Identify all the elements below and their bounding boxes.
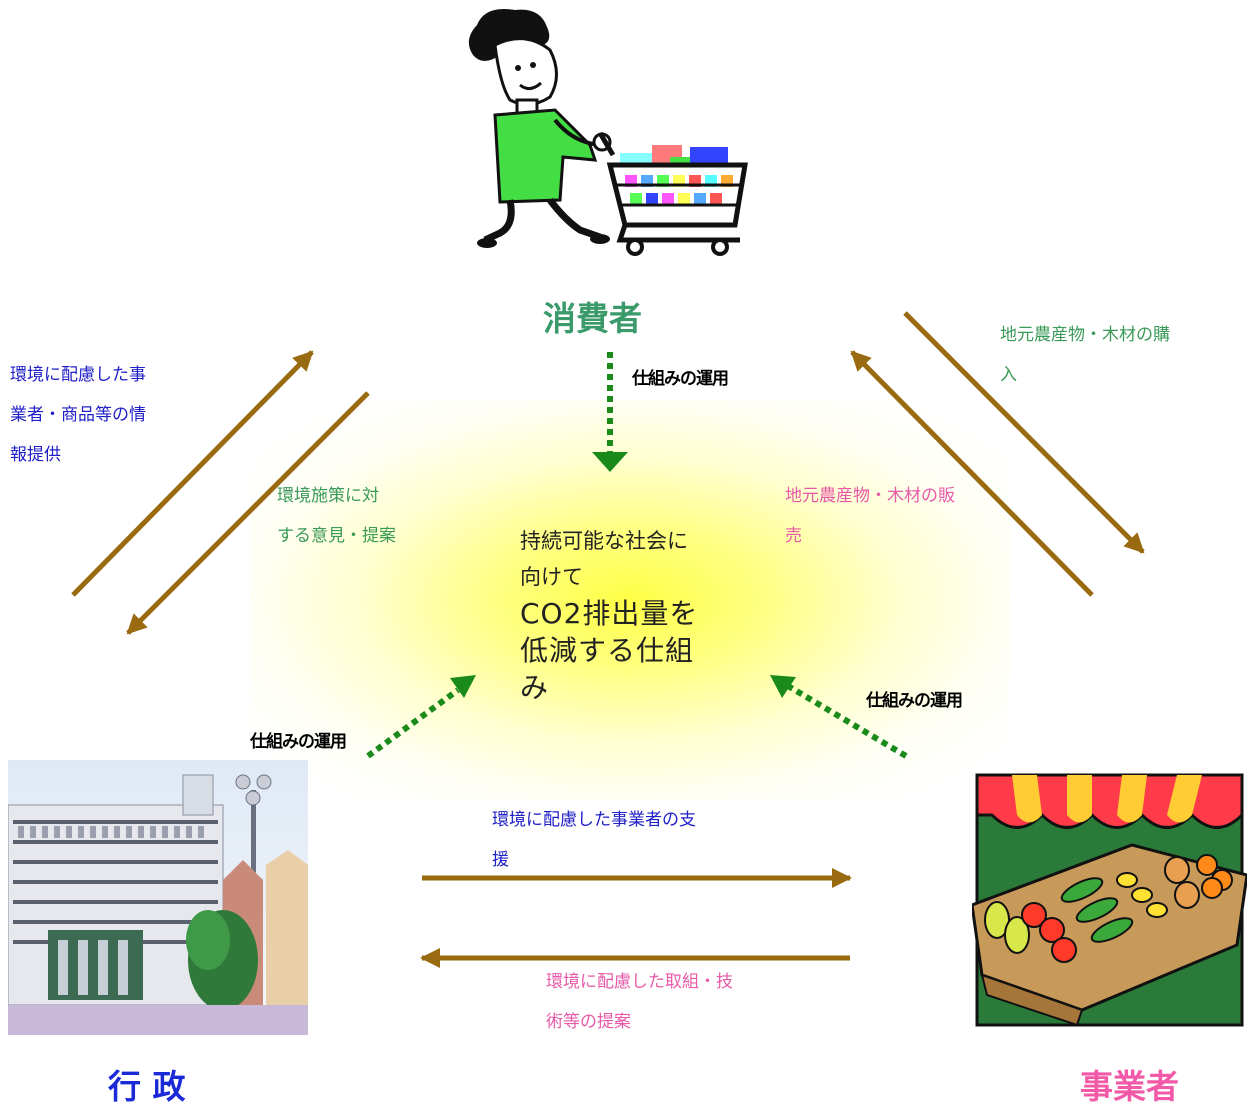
flow-line: する意見・提案 [277, 526, 396, 546]
flow-label-consumer-to-business: 地元農産物・木材の購 入 [1000, 315, 1170, 395]
center-line-4: 低減する仕組 [520, 634, 695, 667]
arrow-consumer-to-business [903, 311, 1145, 554]
flow-line: 業者・商品等の情 [10, 405, 146, 425]
flow-label-gov-to-consumer: 環境に配慮した事 業者・商品等の情 報提供 [10, 355, 146, 475]
center-line-2: 向けて [520, 565, 583, 589]
operation-label-consumer: 仕組みの運用 [632, 369, 729, 389]
dotted-arrowhead-consumer [592, 452, 628, 472]
center-statement: 持続可能な社会に 向けて CO2排出量を 低減する仕組 み [520, 523, 740, 706]
flow-line: 地元農産物・木材の販 [785, 486, 955, 506]
flow-line: 環境に配慮した事 [10, 365, 146, 385]
operation-label-business: 仕組みの運用 [866, 691, 963, 711]
flow-line: 地元農産物・木材の購 [1000, 325, 1170, 345]
dotted-arrow-business [786, 683, 908, 759]
arrow-consumer-to-gov [126, 391, 370, 635]
arrow-gov-to-consumer [71, 350, 314, 597]
flow-label-consumer-to-gov: 環境施策に対 する意見・提案 [277, 476, 396, 556]
flow-line: 入 [1000, 365, 1017, 385]
dotted-arrowhead-gov [450, 675, 476, 698]
flow-line: 報提供 [10, 445, 61, 465]
flow-line: 環境に配慮した取組・技 [546, 972, 733, 992]
flow-line: 援 [492, 850, 509, 870]
center-line-3: CO2排出量を [520, 597, 699, 630]
consumer-illustration [468, 9, 748, 256]
arrow-business-to-consumer [850, 350, 1094, 597]
government-illustration [8, 760, 308, 1035]
flow-line: 術等の提案 [546, 1012, 631, 1032]
government-label: 行 政 [108, 1067, 186, 1106]
flow-label-gov-to-business: 環境に配慮した事業者の支 援 [492, 800, 696, 880]
flow-line: 売 [785, 526, 802, 546]
dotted-arrow-gov [366, 687, 460, 759]
flow-line: 環境に配慮した事業者の支 [492, 810, 696, 830]
business-illustration [972, 773, 1247, 1027]
center-glow [250, 400, 1010, 800]
operation-label-government: 仕組みの運用 [250, 732, 347, 752]
flow-label-business-to-consumer: 地元農産物・木材の販 売 [785, 476, 955, 556]
center-line-5: み [520, 671, 550, 704]
consumer-label: 消費者 [543, 299, 642, 338]
flow-line: 環境施策に対 [277, 486, 379, 506]
dotted-arrowhead-business [770, 675, 796, 698]
business-label: 事業者 [1080, 1067, 1179, 1106]
center-line-1: 持続可能な社会に [520, 529, 688, 553]
flow-label-business-to-gov: 環境に配慮した取組・技 術等の提案 [546, 962, 733, 1042]
